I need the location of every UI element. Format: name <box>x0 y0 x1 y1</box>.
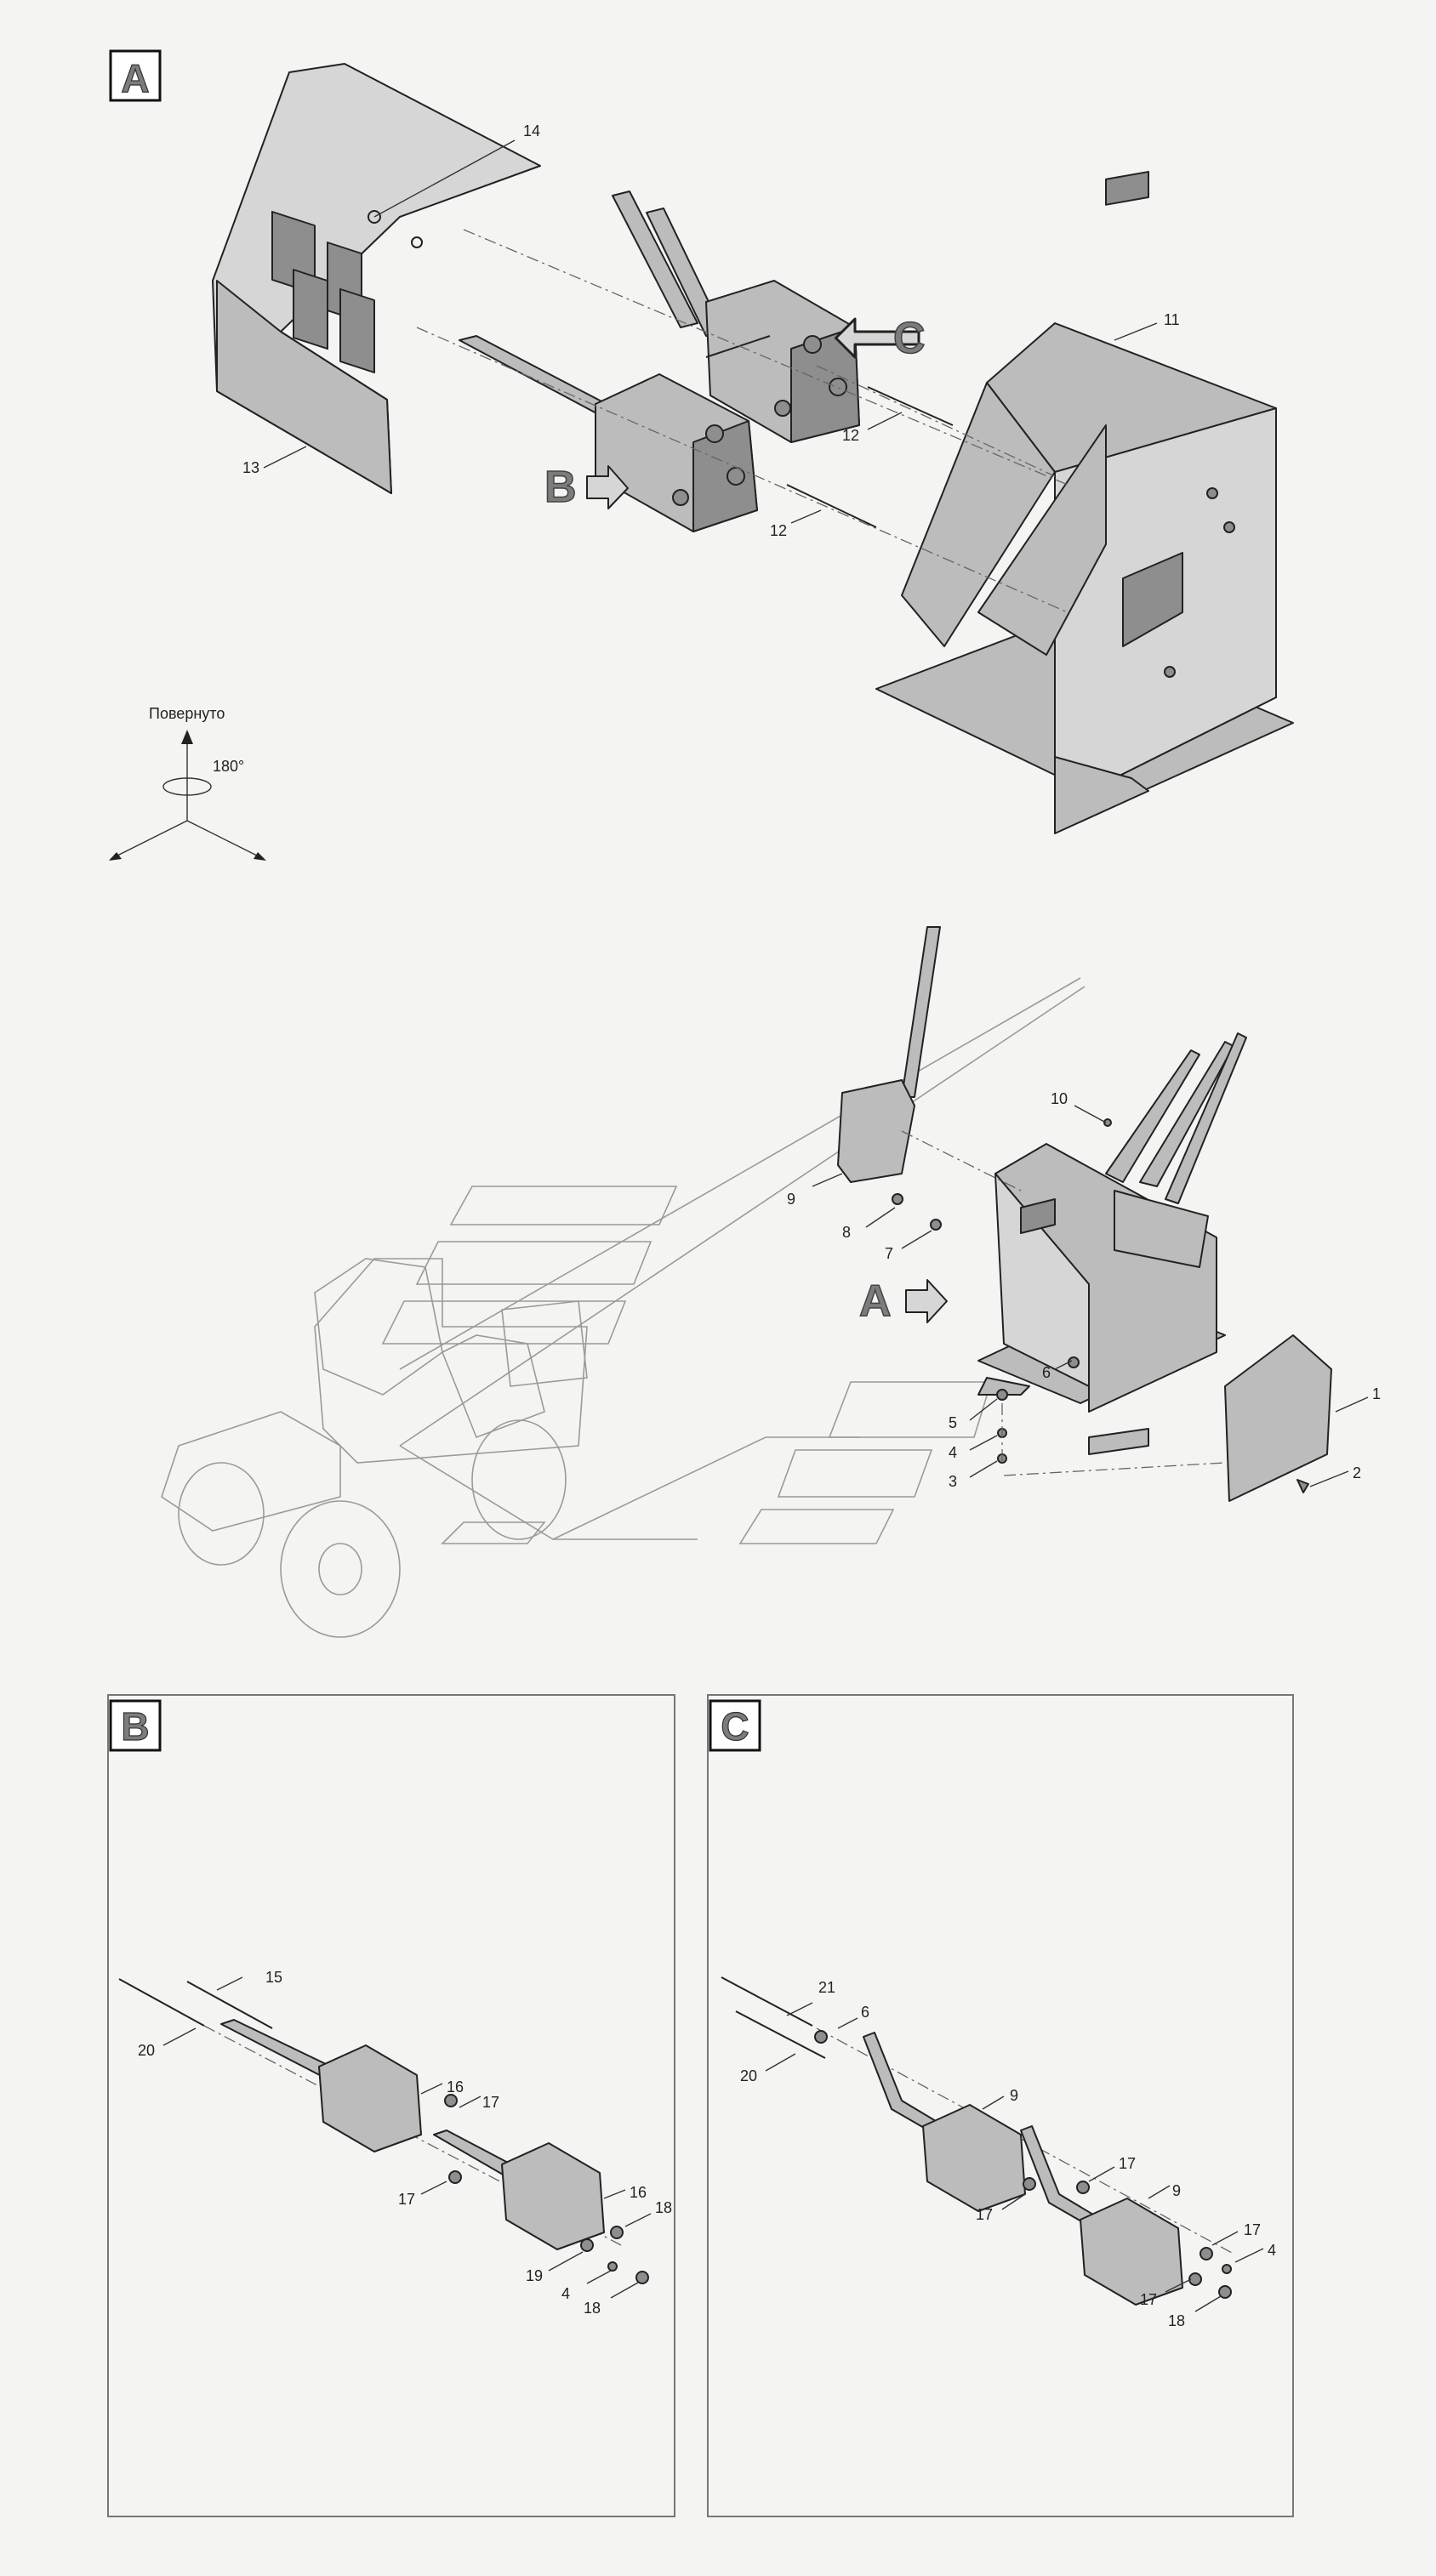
view-b-letter: B <box>121 1704 149 1749</box>
callout-12-lower: 12 <box>770 522 787 539</box>
c-lever-upper <box>863 2032 945 2135</box>
callout-10: 10 <box>1051 1090 1068 1107</box>
callout-4: 4 <box>949 1444 957 1461</box>
callout-5: 5 <box>949 1414 957 1431</box>
rotation-label: Повернуто <box>149 705 225 722</box>
b-callout-18-upper: 18 <box>655 2199 672 2216</box>
callout-11: 11 <box>1164 311 1180 328</box>
view-a-frame <box>109 49 162 102</box>
b-callout-18-lower: 18 <box>584 2300 601 2317</box>
c-valve-lower <box>1080 2198 1183 2306</box>
c-callout-17-left: 17 <box>976 2206 993 2223</box>
b-callout-16-upper: 16 <box>447 2078 464 2095</box>
b-callout-4: 4 <box>561 2285 570 2302</box>
view-a: A <box>109 49 1294 861</box>
c-callout-9-upper: 9 <box>1010 2087 1018 2104</box>
callout-1: 1 <box>1372 1385 1381 1402</box>
b-valve-upper <box>318 2044 422 2152</box>
cover-plate <box>212 63 541 494</box>
view-b: B 15 20 16 17 17 16 18 19 4 18 <box>107 1694 675 2517</box>
callout-8: 8 <box>842 1224 851 1241</box>
view-b-arrow <box>586 465 629 509</box>
b-callout-15: 15 <box>265 1969 282 1986</box>
view-b-label: B <box>544 463 577 512</box>
tractor-outline <box>161 1258 588 1638</box>
callout-13: 13 <box>242 459 259 476</box>
c-valve-upper <box>922 2104 1026 2212</box>
view-b-frame <box>109 1699 162 1752</box>
callout-12-upper: 12 <box>842 427 859 444</box>
bolt-2 <box>1296 1479 1309 1493</box>
valve-block-c <box>612 190 860 443</box>
callout-2: 2 <box>1353 1464 1361 1481</box>
view-a-label: A <box>859 1277 892 1326</box>
c-callout-20: 20 <box>740 2067 757 2084</box>
valve-block-b <box>459 335 758 532</box>
view-c-arrow <box>835 317 920 359</box>
c-callout-21: 21 <box>818 1979 835 1996</box>
c-callout-6: 6 <box>861 2004 869 2021</box>
view-b-panel <box>107 1694 675 2517</box>
lever-frame <box>977 1032 1247 1455</box>
rod-lower <box>786 484 877 528</box>
b-callout-20: 20 <box>138 2042 155 2059</box>
c-lever-lower <box>1020 2125 1103 2229</box>
step-outlines <box>381 1186 993 1544</box>
c-callout-17-far: 17 <box>1244 2221 1261 2238</box>
b-callout-16-lower: 16 <box>630 2184 647 2201</box>
c-callout-9-lower: 9 <box>1172 2182 1181 2199</box>
callout-6: 6 <box>1042 1364 1051 1381</box>
view-c: C 21 6 20 9 17 17 9 17 4 17 1 <box>707 1694 1294 2517</box>
rod-upper <box>867 386 954 426</box>
support-frame <box>875 170 1294 834</box>
main-assembly: A 10 9 8 7 6 5 4 3 1 2 <box>161 926 1381 1638</box>
view-c-label: C <box>893 314 926 363</box>
c-callout-17-bottom: 17 <box>1140 2291 1157 2308</box>
callout-7: 7 <box>885 1245 893 1262</box>
lever-housing-9 <box>837 926 941 1183</box>
c-callout-17-right: 17 <box>1119 2155 1136 2172</box>
view-c-panel <box>707 1694 1294 2517</box>
b-callout-19: 19 <box>526 2267 543 2284</box>
b-valve-lower <box>501 2142 605 2250</box>
view-a-arrow <box>905 1279 948 1323</box>
view-c-frame <box>709 1699 761 1752</box>
side-plate-1 <box>1224 1334 1332 1502</box>
b-callout-17-upper: 17 <box>482 2094 499 2111</box>
b-callout-17-lower: 17 <box>398 2191 415 2208</box>
callout-14: 14 <box>523 122 540 139</box>
callout-9: 9 <box>787 1191 795 1208</box>
c-callout-4: 4 <box>1268 2242 1276 2259</box>
c-callout-18: 18 <box>1168 2312 1185 2329</box>
view-c-letter: C <box>721 1704 749 1749</box>
rotation-indicator: Повернуто 180° <box>109 705 266 861</box>
view-a-letter: A <box>121 56 149 100</box>
callout-3: 3 <box>949 1473 957 1490</box>
rotation-angle: 180° <box>213 758 244 775</box>
